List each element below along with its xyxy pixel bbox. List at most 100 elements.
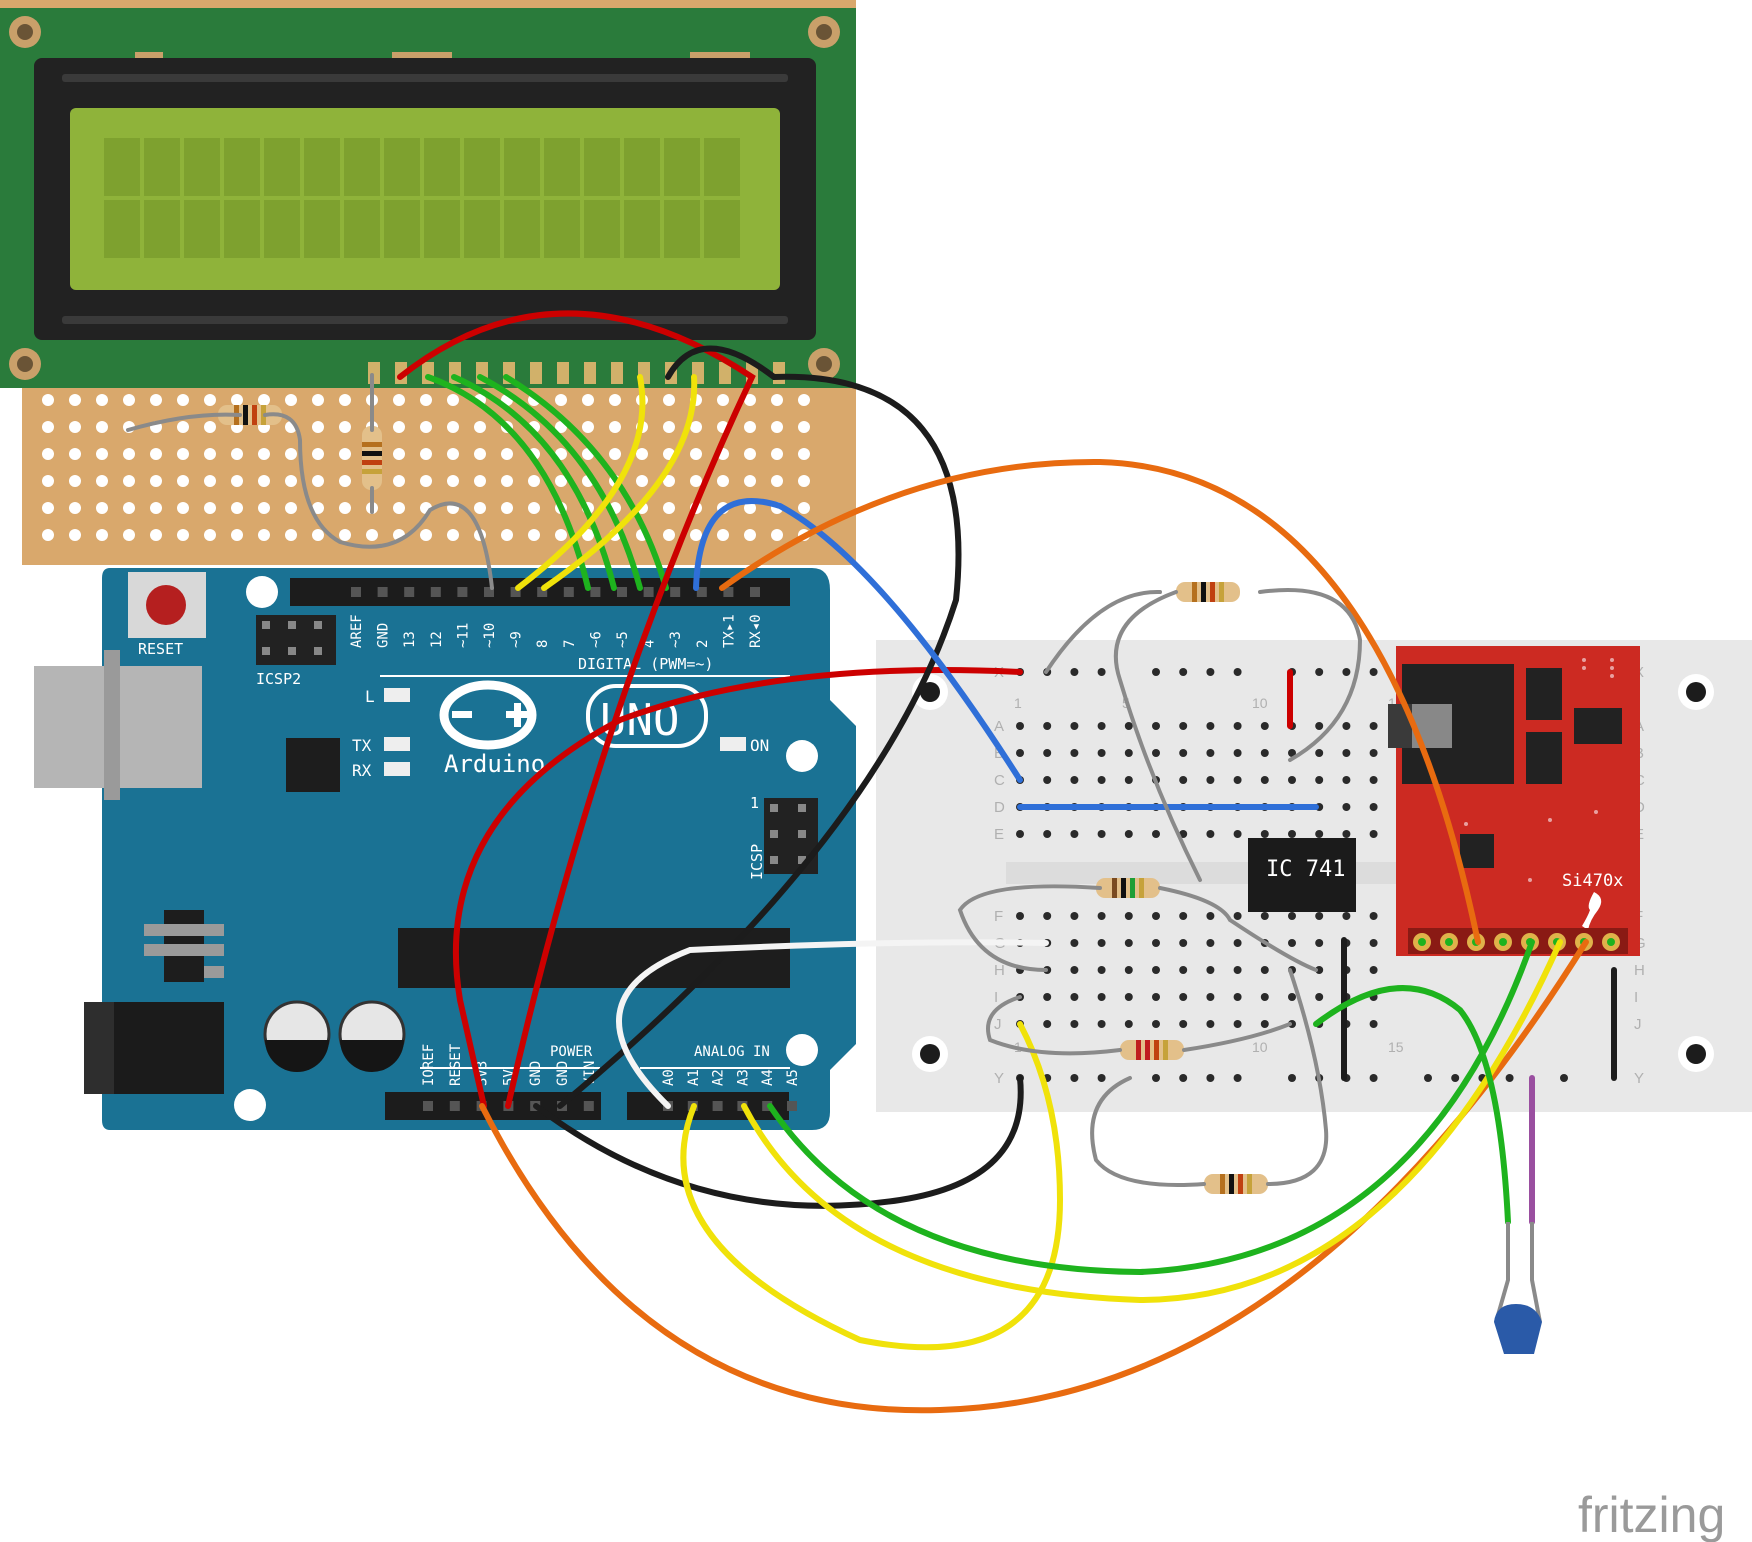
row-letter: E <box>994 826 1004 843</box>
row-letter: J <box>1634 1016 1642 1033</box>
perfboard-hole <box>501 475 513 487</box>
breadboard-hole <box>1288 776 1296 784</box>
row-letter: H <box>1634 962 1645 979</box>
breadboard-hole <box>1097 939 1106 947</box>
breadboard-rail-hole <box>1097 668 1106 676</box>
brand-label: Arduino <box>444 750 545 778</box>
breadboard-rail-hole <box>1342 668 1351 676</box>
lcd-cell <box>704 200 740 258</box>
perfboard-hole <box>339 529 351 541</box>
perfboard-hole <box>393 502 405 514</box>
lcd-cell <box>144 200 180 258</box>
breadboard-hole <box>1260 776 1269 784</box>
perfboard-hole <box>231 475 243 487</box>
perfboard-hole <box>285 394 297 406</box>
perfboard-hole <box>393 475 405 487</box>
arduino-uno: RESET ICSP2 UNO Arduino L TX RX <box>34 568 856 1130</box>
breadboard-hole <box>1206 776 1215 784</box>
breadboard-hole <box>1179 749 1188 757</box>
breadboard-hole <box>1097 830 1106 838</box>
perfboard-hole <box>150 475 162 487</box>
lcd-cell <box>304 200 340 258</box>
perfboard-hole <box>420 529 432 541</box>
breadboard-rail-hole <box>1152 668 1160 676</box>
column-number: 10 <box>1252 695 1268 711</box>
perfboard-hole <box>258 394 270 406</box>
perfboard-hole <box>96 502 108 514</box>
perfboard-hole <box>636 448 648 460</box>
radio-pin-hole <box>1418 938 1426 946</box>
arduino-logo: UNO Arduino <box>439 680 708 778</box>
breadboard-hole <box>1369 749 1378 757</box>
icsp-label: ICSP <box>748 844 766 880</box>
perfboard-hole <box>339 421 351 433</box>
lcd-cell <box>544 138 580 196</box>
lcd-header-pin <box>719 362 731 384</box>
breadboard-hole <box>1097 776 1106 784</box>
breadboard-hole <box>1124 993 1133 1001</box>
wire-gray <box>263 412 494 590</box>
header-pin <box>449 1101 460 1111</box>
wires <box>126 310 1617 1414</box>
lcd-header-pin <box>584 362 596 384</box>
breadboard-hole <box>1179 939 1188 947</box>
breadboard-hole <box>1288 830 1296 838</box>
breadboard-hole <box>1124 749 1133 757</box>
lcd-cell <box>264 200 300 258</box>
header-pin <box>750 587 760 597</box>
wire-green <box>503 374 669 591</box>
wire-orange <box>719 458 1481 945</box>
breadboard-hole <box>1097 966 1106 974</box>
breadboard-hole <box>1097 1020 1106 1028</box>
breadboard-hole <box>1369 1020 1378 1028</box>
perfboard-hole <box>123 448 135 460</box>
perfboard-hole <box>42 475 54 487</box>
perfboard-hole <box>204 529 216 541</box>
perfboard-hole <box>474 421 486 433</box>
header-pin <box>723 587 734 597</box>
breadboard-hole <box>1097 722 1106 730</box>
breadboard-hole <box>1315 722 1324 730</box>
wire-gray <box>1114 590 1202 882</box>
perfboard-hole <box>69 394 81 406</box>
pin-label: GND <box>376 623 392 648</box>
row-letter: A <box>994 718 1004 735</box>
breadboard-rail-hole <box>1070 668 1079 676</box>
header-pin <box>510 587 521 597</box>
resistor <box>1204 1174 1268 1194</box>
perfboard-hole <box>150 529 162 541</box>
perfboard-hole <box>609 448 621 460</box>
wire-gray <box>957 884 1318 972</box>
pin-label: ~11 <box>455 623 471 648</box>
uno-badge <box>586 684 708 748</box>
perfboard-hole <box>474 475 486 487</box>
breadboard-hole <box>1233 939 1242 947</box>
breadboard-rail-hole <box>1288 1074 1296 1082</box>
perfboard-hole <box>636 475 648 487</box>
header-pin <box>696 587 707 597</box>
pin-label: IOREF <box>421 1044 437 1086</box>
perfboard-hole <box>96 421 108 433</box>
perfboard-hole <box>663 502 675 514</box>
wire-green <box>767 939 1535 1276</box>
ic-741 <box>1248 838 1356 912</box>
lcd-cell <box>184 200 220 258</box>
pin-label: A1 <box>686 1069 702 1086</box>
power-label: POWER <box>550 1044 593 1060</box>
usb-chip <box>286 738 340 792</box>
breadboard-hole <box>1315 830 1324 838</box>
lcd-cell <box>504 200 540 258</box>
perfboard-hole <box>690 529 702 541</box>
lcd-module <box>0 0 856 565</box>
breadboard-hole <box>1206 939 1215 947</box>
perfboard-hole <box>258 502 270 514</box>
perfboard-hole <box>285 502 297 514</box>
perfboard-hole <box>771 421 783 433</box>
perfboard-hole <box>663 421 675 433</box>
perfboard-hole <box>420 421 432 433</box>
perfboard-hole <box>366 529 378 541</box>
breadboard-hole <box>1260 966 1269 974</box>
perfboard-hole <box>231 529 243 541</box>
perfboard-hole <box>258 448 270 460</box>
breadboard-hole <box>1016 912 1024 920</box>
